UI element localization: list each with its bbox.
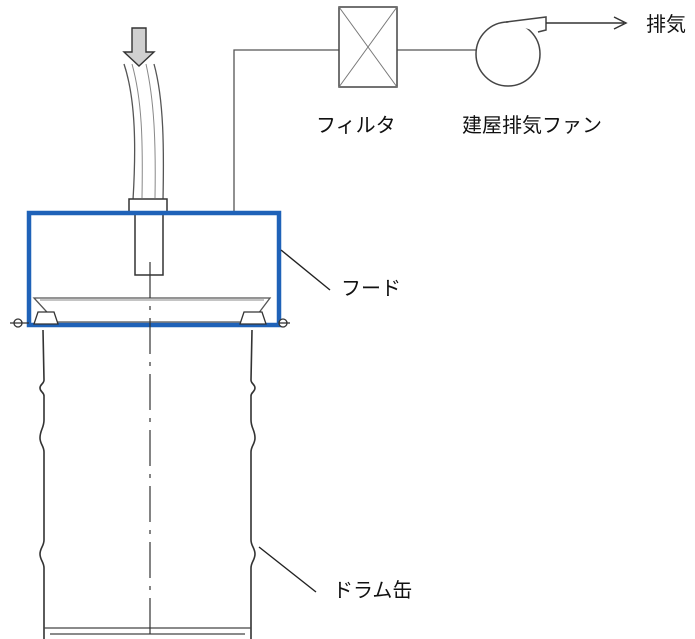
hood-label: フード: [341, 276, 401, 300]
hood-body: [10, 210, 290, 328]
down-arrow-icon: [122, 27, 156, 67]
exhaust-arrow-icon: [546, 16, 628, 30]
fan-label: 建屋排気ファン: [462, 113, 602, 137]
flexible-hose: [123, 63, 165, 201]
drum-label: ドラム缶: [333, 578, 412, 602]
hood-leader-line: [280, 249, 331, 291]
nozzle-fitting: [128, 198, 168, 276]
clamp-right: [239, 311, 267, 325]
filter-icon: [338, 6, 398, 88]
drum-leader-line: [258, 546, 317, 593]
drum-can: [39, 262, 256, 639]
exhaust-label: 排気: [646, 12, 686, 36]
fan-icon: [475, 16, 547, 87]
clamp-left: [33, 311, 59, 325]
filter-label: フィルタ: [316, 113, 396, 137]
exhaust-duct: [233, 49, 339, 212]
